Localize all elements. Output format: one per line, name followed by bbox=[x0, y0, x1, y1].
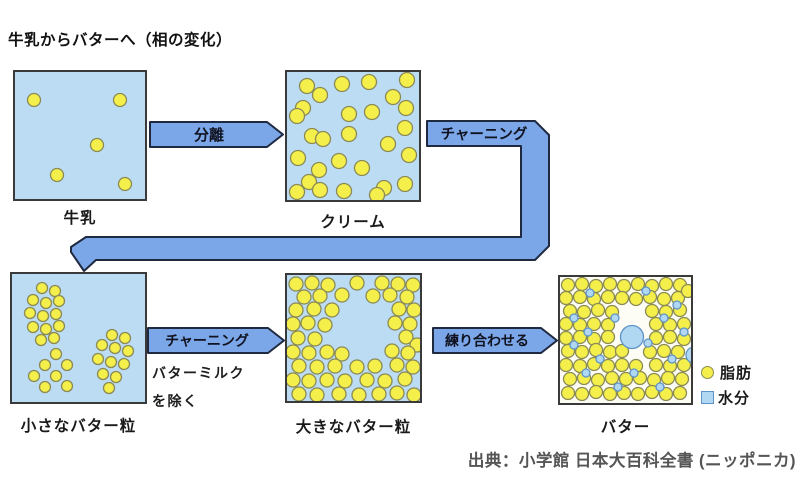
kneading-arrow: 練り合わせる bbox=[432, 327, 558, 354]
diagram-title: 牛乳からバターへ（相の変化） bbox=[8, 32, 233, 49]
kneading-arrow-label: 練り合わせる bbox=[445, 333, 529, 349]
large-butter-grains-box bbox=[285, 273, 422, 403]
churning-arrow-label: チャーニング bbox=[165, 333, 249, 349]
churning-wrap-arrow-shape bbox=[70, 120, 550, 272]
kneading-arrow-shape bbox=[432, 327, 558, 354]
fat-swatch-icon bbox=[701, 366, 714, 379]
butter-particles bbox=[560, 277, 691, 402]
large-butter-grains-particles bbox=[287, 275, 420, 401]
separation-arrow-label: 分離 bbox=[194, 126, 224, 144]
cream-particles bbox=[288, 72, 418, 200]
churning-arrow: チャーニング bbox=[147, 327, 285, 354]
buttermilk-note-line2: を除く bbox=[152, 393, 199, 409]
small-butter-grains-particles bbox=[23, 281, 135, 395]
milk-label: 牛乳 bbox=[63, 210, 97, 227]
small-butter-grains-label: 小さなバター粒 bbox=[20, 418, 137, 435]
water-swatch-icon bbox=[701, 391, 714, 404]
separation-arrow-shape bbox=[149, 121, 284, 148]
churning-wrap-arrow: チャーニング bbox=[70, 120, 550, 272]
cream-box bbox=[285, 70, 421, 202]
water-legend-label: 水分 bbox=[718, 390, 751, 407]
milk-particles bbox=[26, 92, 133, 192]
separation-arrow: 分離 bbox=[149, 121, 284, 148]
fat-legend-label: 脂肪 bbox=[720, 365, 753, 382]
legend-water-row: 水分 bbox=[701, 385, 752, 410]
milk-box bbox=[13, 70, 147, 201]
legend: 脂肪 水分 bbox=[701, 360, 752, 410]
small-butter-grains-box bbox=[10, 272, 147, 404]
butter-label: バター bbox=[600, 419, 651, 436]
churning-wrap-arrow-label: チャーニング bbox=[441, 125, 528, 143]
buttermilk-note: バターミルク を除く bbox=[152, 359, 245, 415]
churning-arrow-shape bbox=[147, 327, 285, 354]
buttermilk-note-line1: バターミルク bbox=[152, 365, 245, 381]
legend-fat-row: 脂肪 bbox=[701, 360, 752, 385]
butter-box bbox=[558, 275, 693, 405]
large-butter-grains-label: 大きなバター粒 bbox=[295, 419, 412, 436]
cream-label: クリーム bbox=[320, 214, 386, 231]
source-attribution: 出典：小学館 日本大百科全書 (ニッポニカ) bbox=[467, 452, 796, 470]
